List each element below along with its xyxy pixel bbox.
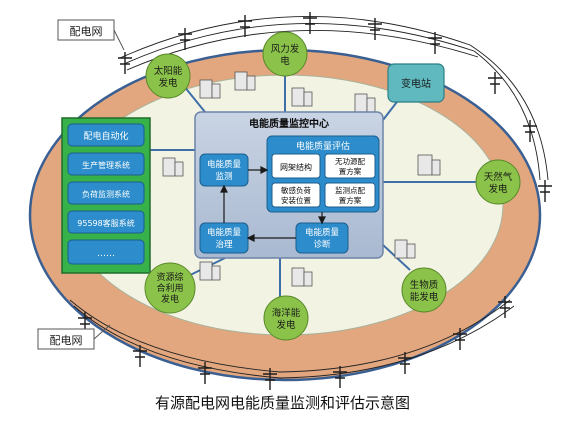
grid-label-bottom-text: 配电网 — [50, 334, 83, 347]
grid-label-top-text: 配电网 — [70, 25, 103, 38]
power-lines — [69, 15, 549, 379]
pq-governance-line2: 治理 — [215, 239, 233, 250]
substation-box[interactable]: 变电站 — [387, 63, 445, 103]
pq-monitoring-box[interactable]: 电能质量 监测 — [199, 153, 249, 187]
eval-item-monitor-points: 监测点配 置方案 — [324, 182, 376, 208]
eval-item-line: 监测点配 — [335, 185, 365, 195]
pq-monitoring-line2: 监测 — [215, 171, 232, 182]
source-label: 发电 — [276, 319, 296, 331]
source-label: 风力发 — [271, 43, 300, 55]
eval-item-grid-structure: 网架结构 — [271, 153, 321, 179]
eval-item-line: 敏感负荷 — [281, 185, 311, 195]
pq-diagnosis-box[interactable]: 电能质量 诊断 — [295, 222, 349, 254]
grid-label-bottom: 配电网 — [37, 324, 111, 350]
system-item-customer-service[interactable]: 95598客服系统 — [67, 210, 145, 234]
system-item-label: 负荷监测系统 — [82, 189, 130, 199]
eval-item-line: 置方案 — [339, 195, 362, 205]
source-label: 发电 — [488, 183, 508, 195]
figure-caption: 有源配电网电能质量监测和评估示意图 — [154, 394, 410, 412]
pq-evaluation-box[interactable]: 电能质量评估 网架结构 无功源配 置方案 敏感负荷 安装位置 监测点配 置方案 — [266, 135, 380, 213]
source-node-wind[interactable]: 风力发 电 — [262, 31, 308, 77]
eval-item-line: 安装位置 — [281, 195, 311, 205]
system-item-automation[interactable]: 配电自动化 — [67, 123, 145, 147]
monitoring-center: 电能质量监控中心 电能质量 监测 电能质量 治理 电能质量 诊断 电能质量评估 … — [194, 111, 384, 259]
substation-label: 变电站 — [401, 77, 431, 90]
pq-governance-line1: 电能质量 — [207, 227, 242, 238]
source-label: 天然气 — [484, 171, 513, 183]
source-label: 发电 — [161, 293, 179, 305]
source-node-bio[interactable]: 生物质 能发电 — [401, 267, 447, 313]
source-node-gas[interactable]: 天然气 发电 — [475, 159, 521, 205]
source-label: 资源综 — [156, 271, 183, 283]
pq-diagnosis-line2: 诊断 — [313, 239, 331, 250]
system-item-load-monitoring[interactable]: 负荷监测系统 — [67, 181, 145, 205]
system-item-label: 生产管理系统 — [82, 160, 130, 170]
pq-diagnosis-line1: 电能质量 — [305, 227, 340, 238]
grid-label-top: 配电网 — [57, 19, 125, 51]
eval-item-line: 无功源配 — [335, 156, 365, 166]
source-label: 生物质 — [410, 279, 439, 291]
center-title: 电能质量监控中心 — [249, 117, 329, 130]
source-label: 海洋能 — [272, 307, 301, 319]
system-item-label: 95598客服系统 — [77, 218, 134, 228]
flow-arrows — [220, 166, 326, 242]
source-node-ocean[interactable]: 海洋能 发电 — [263, 295, 309, 341]
source-label: 发电 — [158, 77, 178, 89]
source-node-resource[interactable]: 资源综 合利用 发电 — [144, 262, 196, 314]
source-label: 能发电 — [410, 291, 439, 303]
source-label: 合利用 — [156, 282, 183, 294]
system-item-more[interactable]: …… — [67, 239, 145, 265]
system-item-label: 配电自动化 — [83, 130, 128, 142]
pq-evaluation-title: 电能质量评估 — [296, 140, 350, 152]
system-item-label: …… — [97, 249, 115, 259]
eval-item-reactive-source: 无功源配 置方案 — [324, 153, 376, 179]
monitor-unit-icon — [162, 71, 441, 287]
eval-item-line: 网架结构 — [280, 162, 312, 172]
pq-governance-box[interactable]: 电能质量 治理 — [199, 222, 249, 254]
source-label: 太阳能 — [154, 65, 183, 77]
source-node-solar[interactable]: 太阳能 发电 — [145, 53, 191, 99]
pq-monitoring-line1: 电能质量 — [207, 159, 242, 170]
eval-item-line: 置方案 — [339, 166, 362, 176]
systems-panel: 配电自动化 生产管理系统 负荷监测系统 95598客服系统 …… — [61, 117, 151, 274]
system-item-production[interactable]: 生产管理系统 — [67, 152, 145, 176]
eval-item-sensitive-load: 敏感负荷 安装位置 — [271, 182, 321, 208]
source-label: 电 — [280, 55, 290, 67]
transmission-pylon-icon — [78, 12, 552, 390]
